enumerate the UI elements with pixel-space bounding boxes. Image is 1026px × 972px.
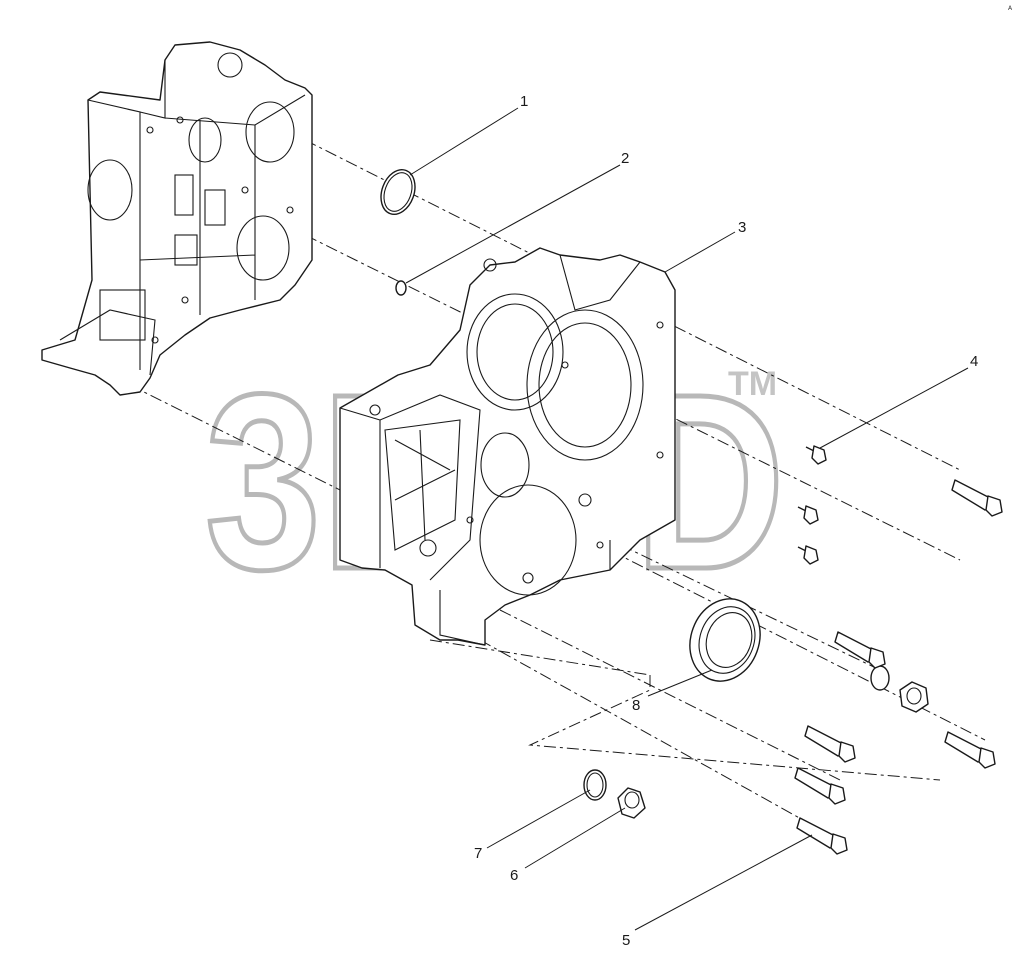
leader-lines	[405, 107, 969, 931]
front-cover	[339, 247, 676, 646]
callouts: 1 2 3 4 5 6 7 8	[474, 93, 978, 949]
callout-2: 2	[621, 150, 629, 167]
callout-4: 4	[970, 353, 978, 370]
corner-reference: A	[1008, 5, 1013, 12]
o-ring-7	[583, 769, 607, 801]
o-ring-2	[395, 280, 407, 296]
callout-5: 5	[622, 932, 630, 949]
bolts	[794, 445, 1003, 855]
plugs	[617, 681, 929, 819]
engine-block	[41, 41, 313, 396]
watermark-trademark: TM	[728, 365, 777, 403]
callout-8: 8	[632, 697, 640, 714]
callout-1: 1	[520, 93, 528, 110]
callout-3: 3	[738, 219, 746, 236]
seal-rings	[380, 169, 890, 801]
crankshaft-seal	[689, 598, 761, 682]
callout-7: 7	[474, 845, 482, 862]
callout-6: 6	[510, 867, 518, 884]
